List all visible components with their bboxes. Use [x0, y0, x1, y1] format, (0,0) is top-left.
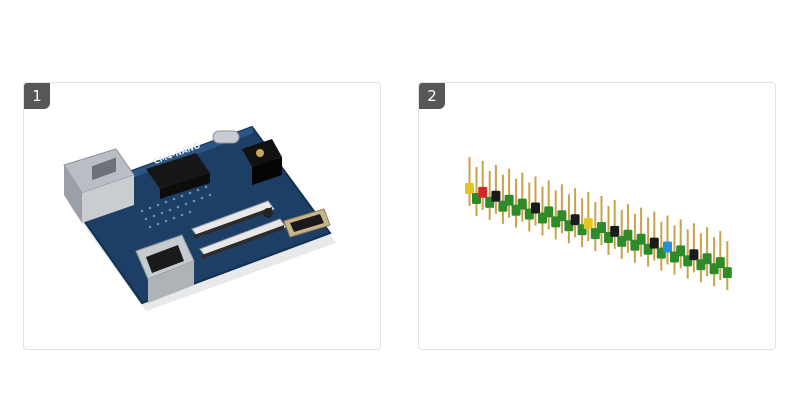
header-pin [636, 207, 646, 257]
header-pin [465, 157, 474, 206]
header-pin [570, 188, 580, 238]
header-pin [722, 241, 732, 291]
nano-base-board-image: CM4-NANO [63, 125, 336, 311]
header-pin [491, 164, 501, 214]
product-image-card-2[interactable]: 2 [418, 82, 776, 350]
header-pin [557, 184, 567, 234]
header-pin [597, 196, 606, 245]
header-pin [544, 180, 554, 230]
header-pin [478, 160, 488, 210]
header-pin [702, 227, 712, 277]
header-pin [649, 211, 659, 261]
header-pin [715, 231, 725, 281]
product-image-card-1[interactable]: CM4-NANO 1 [23, 82, 381, 350]
header-pin [623, 203, 633, 253]
card-number-badge: 1 [24, 83, 50, 109]
header-pin [689, 223, 699, 273]
header-pin [663, 215, 672, 265]
pin-header-image [465, 157, 732, 291]
header-pin [583, 192, 593, 242]
header-pin [610, 199, 620, 249]
header-pin [531, 176, 540, 226]
card-number-badge: 2 [419, 83, 445, 109]
header-pin [676, 219, 686, 269]
header-pin [517, 172, 527, 222]
header-pin [504, 168, 514, 218]
